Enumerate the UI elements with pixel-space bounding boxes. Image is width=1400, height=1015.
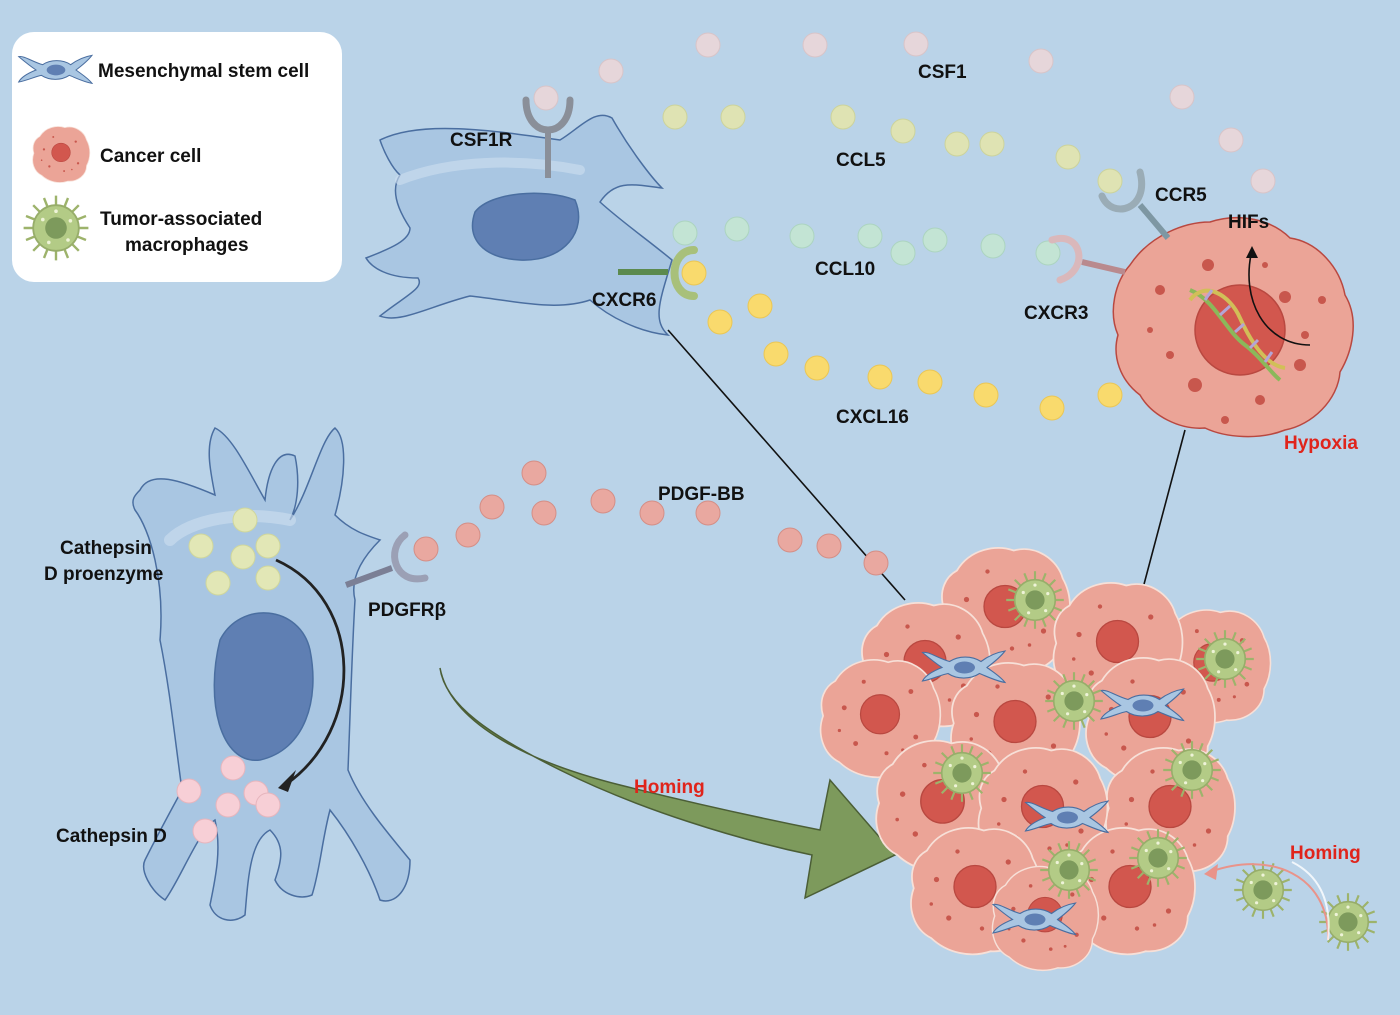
hypoxia-label: Hypoxia — [1284, 433, 1358, 454]
cxcl16-molecules — [681, 260, 1123, 421]
legend-cancer-label: Cancer cell — [100, 146, 201, 167]
pdgfrb-receptor — [344, 531, 429, 588]
csf1-molecules — [533, 31, 1276, 194]
pdgf-bb-label: PDGF-BB — [658, 484, 745, 505]
ccl10-label: CCL10 — [815, 259, 875, 280]
legend-tam-label-line2: macrophages — [125, 235, 249, 256]
cxcr3-label: CXCR3 — [1024, 303, 1088, 324]
cancer-legend-icon — [32, 126, 91, 183]
pdgf-bb-molecules — [413, 460, 889, 576]
ccr5-receptor — [1098, 168, 1171, 240]
legend-box — [12, 32, 342, 282]
lower-msc-cell — [132, 427, 411, 921]
csf1-label: CSF1 — [918, 62, 967, 83]
homing-main-label: Homing — [634, 777, 705, 798]
connector-line-msc — [667, 329, 906, 601]
tumor-cluster — [819, 547, 1272, 972]
cxcr6-label: CXCR6 — [592, 290, 656, 311]
legend-msc-label: Mesenchymal stem cell — [98, 61, 309, 82]
ccl5-molecules — [662, 104, 1123, 194]
csf1r-receptor — [522, 96, 574, 178]
connector-line-cancer — [1142, 429, 1186, 589]
pdgfrb-label: PDGFRβ — [368, 600, 446, 621]
ccr5-label: CCR5 — [1155, 185, 1207, 206]
tam-homing-arrow — [1209, 863, 1330, 941]
top-msc-cell — [364, 114, 673, 336]
lower-msc-nucleus — [213, 612, 314, 761]
ccl10-molecules — [672, 216, 1061, 266]
legend-tam-label-line1: Tumor-associated — [100, 209, 262, 230]
cathepsin-proenzyme-label-line2: D proenzyme — [44, 564, 163, 585]
tam-legend-icon — [22, 194, 90, 262]
top-msc-nucleus — [471, 192, 580, 261]
homing-tam-label: Homing — [1290, 843, 1361, 864]
homing-arrow — [439, 667, 897, 900]
cxcr3-receptor — [1048, 234, 1126, 284]
cathepsin-proenzyme-label-line1: Cathepsin — [60, 538, 152, 559]
csf1r-label: CSF1R — [450, 130, 513, 151]
ccl5-label: CCL5 — [836, 150, 886, 171]
cxcl16-label: CXCL16 — [836, 407, 909, 428]
cathepsin-proenzyme-molecules — [188, 507, 281, 596]
hypoxic-cancer-cell — [1112, 216, 1354, 438]
cathepsin-d-molecules — [176, 755, 281, 844]
legend: Mesenchymal stem cell Cancer cell Tumor-… — [12, 32, 342, 282]
hifs-arrow — [1248, 249, 1311, 346]
dna-helix-icon — [1188, 288, 1286, 382]
maturation-arrow — [275, 558, 346, 787]
cathepsin-d-label: Cathepsin D — [56, 826, 167, 847]
hifs-label: HIFs — [1228, 212, 1269, 233]
migrating-macrophages — [1233, 860, 1378, 952]
cxcr6-receptor — [618, 246, 698, 300]
